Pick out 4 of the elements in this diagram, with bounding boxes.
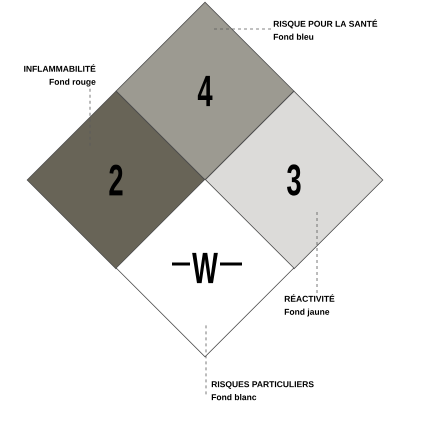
leader-line	[316, 212, 318, 294]
callout-label: INFLAMMABILITÉ Fond rouge	[24, 64, 96, 87]
callout-label: RISQUES PARTICULIERS Fond blanc	[212, 381, 314, 400]
leader-line	[214, 28, 272, 30]
